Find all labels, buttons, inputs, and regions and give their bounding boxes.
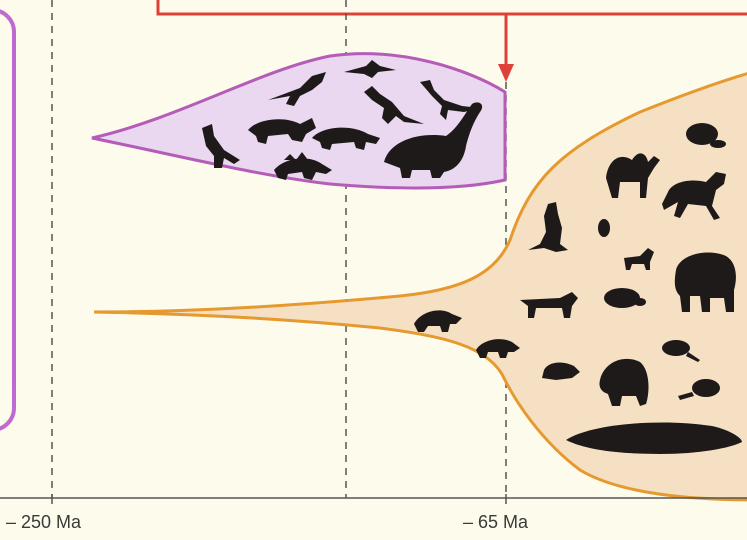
label-65-ma: – 65 Ma bbox=[463, 512, 528, 533]
callout-arrow-head bbox=[498, 64, 514, 82]
elephant-icon bbox=[675, 252, 736, 312]
callout-box bbox=[158, 0, 747, 14]
mouse-icon bbox=[598, 219, 610, 237]
label-250-ma: – 250 Ma bbox=[6, 512, 81, 533]
left-group-box bbox=[0, 10, 14, 430]
